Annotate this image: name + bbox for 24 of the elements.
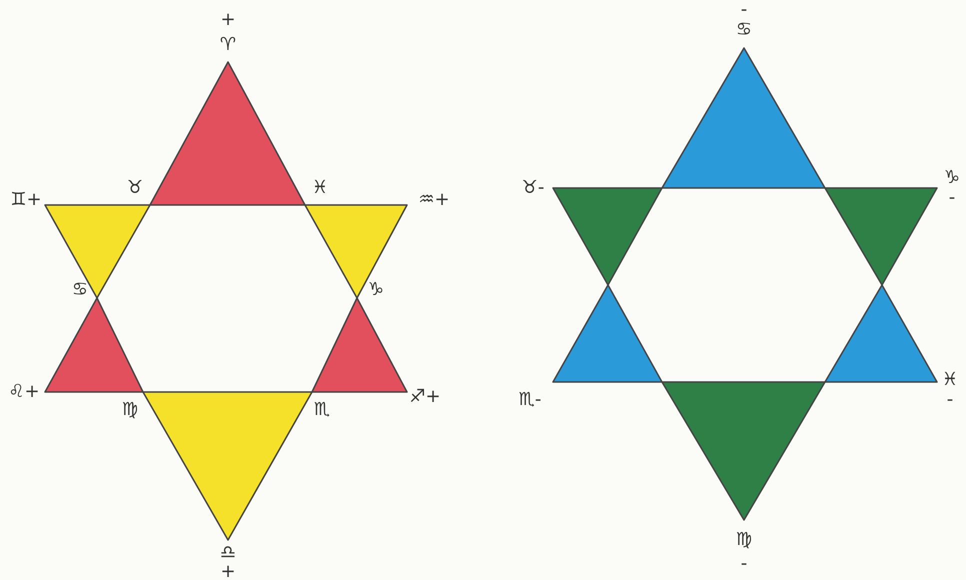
zodiac-sign-symbol: ♐+ [409,388,441,406]
zodiac-sign-symbol: ♑ [944,169,960,187]
zodiac-sign-symbol: ♓ [942,371,958,389]
zodiac-sign-symbol: ♓ [312,179,328,197]
zodiac-sign-symbol: ♒+ [418,191,450,209]
polarity-mark: + [220,563,236,580]
zodiac-sign-symbol: ♏ [314,401,330,419]
zodiac-sign-symbol: ♊+ [10,191,42,209]
polarity-mark: + [220,11,236,29]
polarity-mark: - [946,391,954,409]
zodiac-sign-symbol: ♏- [518,391,542,409]
zodiac-sign-symbol: ♋ [72,281,88,299]
zodiac-sign-symbol: ♌+ [8,383,40,401]
polarity-mark: - [948,189,956,207]
zodiac-sign-symbol: ♍ [122,401,138,419]
zodiac-sign-symbol: ♉ [126,179,144,197]
zodiac-sign-symbol: ♍ [736,531,752,549]
zodiac-sign-symbol: ♑ [368,281,384,299]
polarity-mark: - [740,555,748,573]
zodiac-sign-symbol: ♈ [220,36,236,54]
zodiac-sign-symbol: ♎ [220,544,236,562]
polarity-mark: - [740,1,748,19]
zodiac-sign-symbol: ♋ [736,21,752,39]
zodiac-sign-symbol: ♉- [522,179,544,197]
